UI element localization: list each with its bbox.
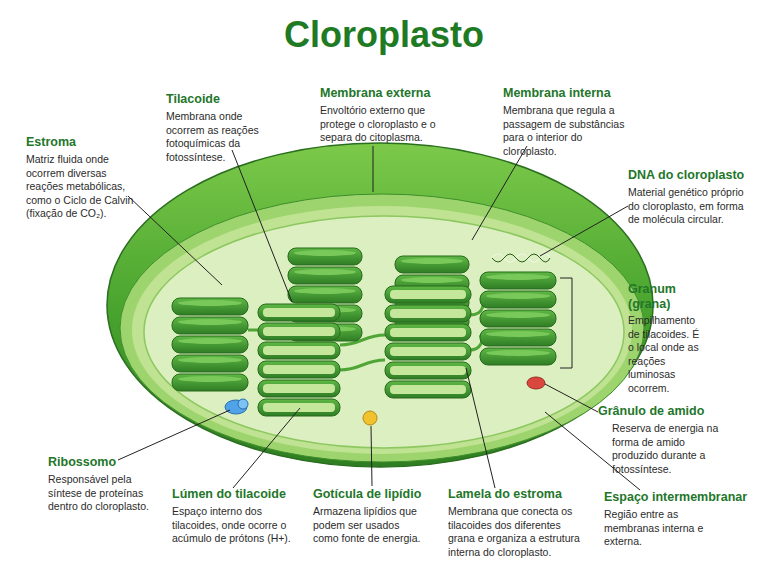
thylakoid-disc	[480, 272, 556, 289]
thylakoid-disc	[258, 361, 340, 378]
thylakoid-disc	[385, 362, 471, 379]
thylakoid-top	[178, 357, 242, 363]
grana-stacks	[172, 248, 556, 416]
part-name: Lúmen do tilacoide	[172, 487, 312, 502]
thylakoid-lumen	[390, 328, 466, 337]
thylakoid-lumen	[390, 385, 466, 394]
part-name: Espaço intermembranar	[604, 490, 764, 505]
thylakoid-lumen	[390, 347, 466, 356]
part-description: Envoltório externo que protege o cloropl…	[320, 104, 446, 145]
thylakoid-disc	[288, 248, 362, 265]
thylakoid-top	[178, 319, 242, 325]
thylakoid-top	[486, 293, 550, 299]
thylakoid-top	[294, 288, 356, 294]
thylakoid-disc	[172, 298, 248, 315]
lipid-droplet	[363, 411, 377, 425]
thylakoid-disc	[395, 256, 469, 273]
thylakoid-disc	[172, 336, 248, 353]
part-name: Grânulo de amido	[598, 404, 748, 419]
thylakoid-top	[294, 250, 356, 256]
thylakoid-disc	[385, 305, 471, 322]
thylakoid-lumen	[263, 346, 335, 355]
starch-granule	[527, 377, 545, 389]
thylakoid-disc	[480, 310, 556, 327]
part-name: Lamela do estroma	[448, 487, 588, 502]
thylakoid-disc	[172, 317, 248, 334]
thylakoid-disc	[258, 342, 340, 359]
part-description: Membrana onde ocorrem as reações fotoquí…	[166, 110, 278, 164]
part-description: Espaço interno dos tilacoides, onde ocor…	[172, 505, 294, 546]
thylakoid-top	[486, 331, 550, 337]
part-name: Tilacoide	[166, 92, 286, 107]
thylakoid-disc	[385, 343, 471, 360]
part-description: Membrana que regula a passagem de substâ…	[503, 104, 629, 158]
thylakoid-disc	[480, 348, 556, 365]
chloroplast-body	[107, 143, 653, 467]
part-name: Estroma	[26, 135, 136, 150]
thylakoid-lumen	[390, 290, 466, 299]
thylakoid-top	[401, 258, 463, 264]
thylakoid-top	[486, 274, 550, 280]
thylakoid-disc	[258, 323, 340, 340]
part-description: Reserva de energia na forma de amido pro…	[612, 422, 724, 476]
part-description: Responsável pela síntese de proteínas de…	[48, 473, 150, 514]
thylakoid-disc	[172, 374, 248, 391]
part-description: Armazena lipídios que podem ser usados c…	[313, 505, 425, 546]
thylakoid-lumen	[263, 365, 335, 374]
part-name: DNA do cloroplasto	[628, 168, 768, 183]
thylakoid-disc	[258, 380, 340, 397]
thylakoid-disc	[480, 329, 556, 346]
diagram-title: Cloroplasto	[0, 14, 768, 56]
thylakoid-disc	[480, 291, 556, 308]
thylakoid-top	[486, 350, 550, 356]
thylakoid-disc	[385, 381, 471, 398]
thylakoid-disc	[288, 286, 362, 303]
thylakoid-top	[294, 269, 356, 275]
part-description: Região entre as membranas interna e exte…	[604, 508, 736, 549]
thylakoid-top	[401, 277, 463, 283]
leader-lines	[118, 146, 640, 490]
part-name: Granum (grana)	[628, 282, 688, 312]
thylakoid-disc	[258, 399, 340, 416]
thylakoid-disc	[258, 304, 340, 321]
part-description: Material genético próprio do cloroplasto…	[628, 186, 754, 227]
ribosome	[225, 399, 248, 414]
thylakoid-top	[486, 312, 550, 318]
part-name: Gotícula de lipídio	[313, 487, 453, 502]
part-description: Matriz fluida onde ocorrem diversas reaç…	[26, 153, 138, 221]
thylakoid-top	[178, 300, 242, 306]
part-description: Empilhamento de tilacoides. É o local on…	[628, 314, 704, 395]
thylakoid-lumen	[263, 327, 335, 336]
part-name: Membrana interna	[503, 86, 643, 101]
thylakoid-lumen	[263, 403, 335, 412]
thylakoid-disc	[172, 355, 248, 372]
part-name: Membrana externa	[320, 86, 460, 101]
thylakoid-disc	[385, 324, 471, 341]
thylakoid-disc	[385, 286, 471, 303]
thylakoid-lumen	[390, 309, 466, 318]
thylakoid-top	[178, 338, 242, 344]
stroma-lamellae	[248, 300, 483, 370]
thylakoid-lumen	[263, 384, 335, 393]
thylakoid-disc	[288, 267, 362, 284]
thylakoid-top	[178, 376, 242, 382]
part-description: Membrana que conecta os tilacoides dos d…	[448, 505, 580, 559]
thylakoid-lumen	[390, 366, 466, 375]
thylakoid-lumen	[263, 308, 335, 317]
part-name: Ribossomo	[48, 455, 158, 470]
